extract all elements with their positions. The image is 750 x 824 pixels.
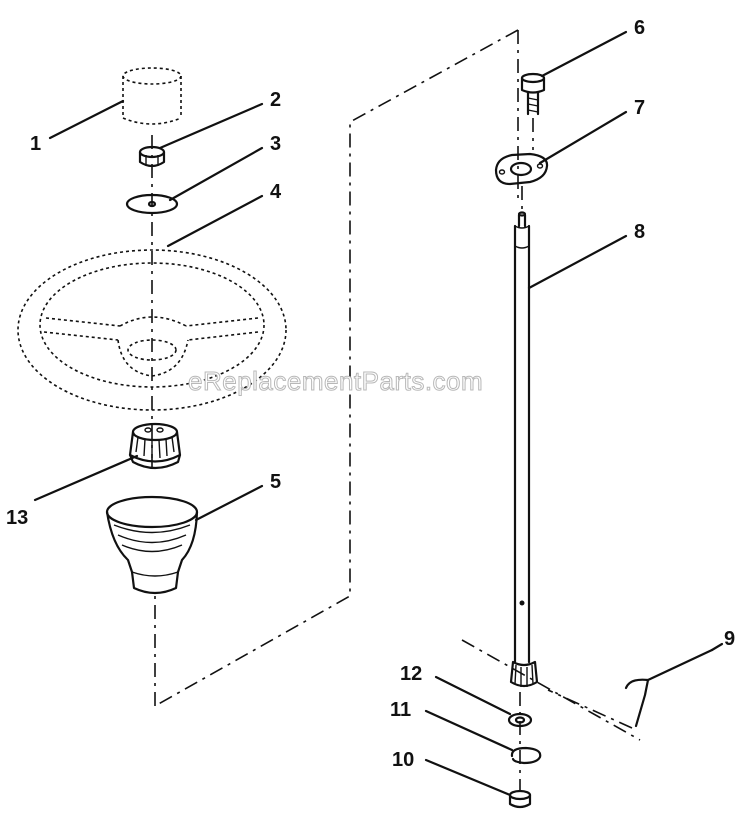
- part-1-cap: [122, 67, 182, 125]
- shaft-pinion-gear: [509, 660, 539, 688]
- part-7-flange-plate: [494, 152, 549, 186]
- callout-8: 8: [634, 221, 645, 243]
- watermark-text: eReplacementParts.com: [188, 366, 483, 396]
- part-6-bolt: [520, 72, 546, 116]
- callout-9: 9: [724, 628, 735, 650]
- callout-4: 4: [270, 181, 282, 203]
- part-5-column-cone: [105, 495, 199, 595]
- part-11-snap-ring: [510, 746, 542, 765]
- callout-6: 6: [634, 17, 645, 39]
- callout-13: 13: [6, 507, 28, 529]
- leader-lines: [33, 30, 724, 797]
- part-8-shaft: [513, 211, 531, 664]
- callout-5: 5: [270, 471, 281, 493]
- frame-outline: [154, 29, 519, 707]
- callout-10: 10: [392, 749, 414, 771]
- callout-7: 7: [634, 97, 645, 119]
- callout-11: 11: [390, 699, 411, 721]
- part-10-nut: [508, 789, 532, 809]
- part-4-steering-wheel: [17, 249, 287, 411]
- callout-3: 3: [270, 133, 281, 155]
- part-13-hub: [128, 422, 182, 470]
- part-3-washer: [125, 193, 179, 215]
- callout-labels: 1 2 3 4 5 6 7 8 9 10 11 12 13: [6, 17, 735, 771]
- part-2-nut: [138, 145, 166, 168]
- callout-2: 2: [270, 89, 281, 111]
- part-9-cotter-wire: [461, 639, 714, 741]
- callout-12: 12: [400, 663, 422, 685]
- callout-1: 1: [30, 133, 41, 155]
